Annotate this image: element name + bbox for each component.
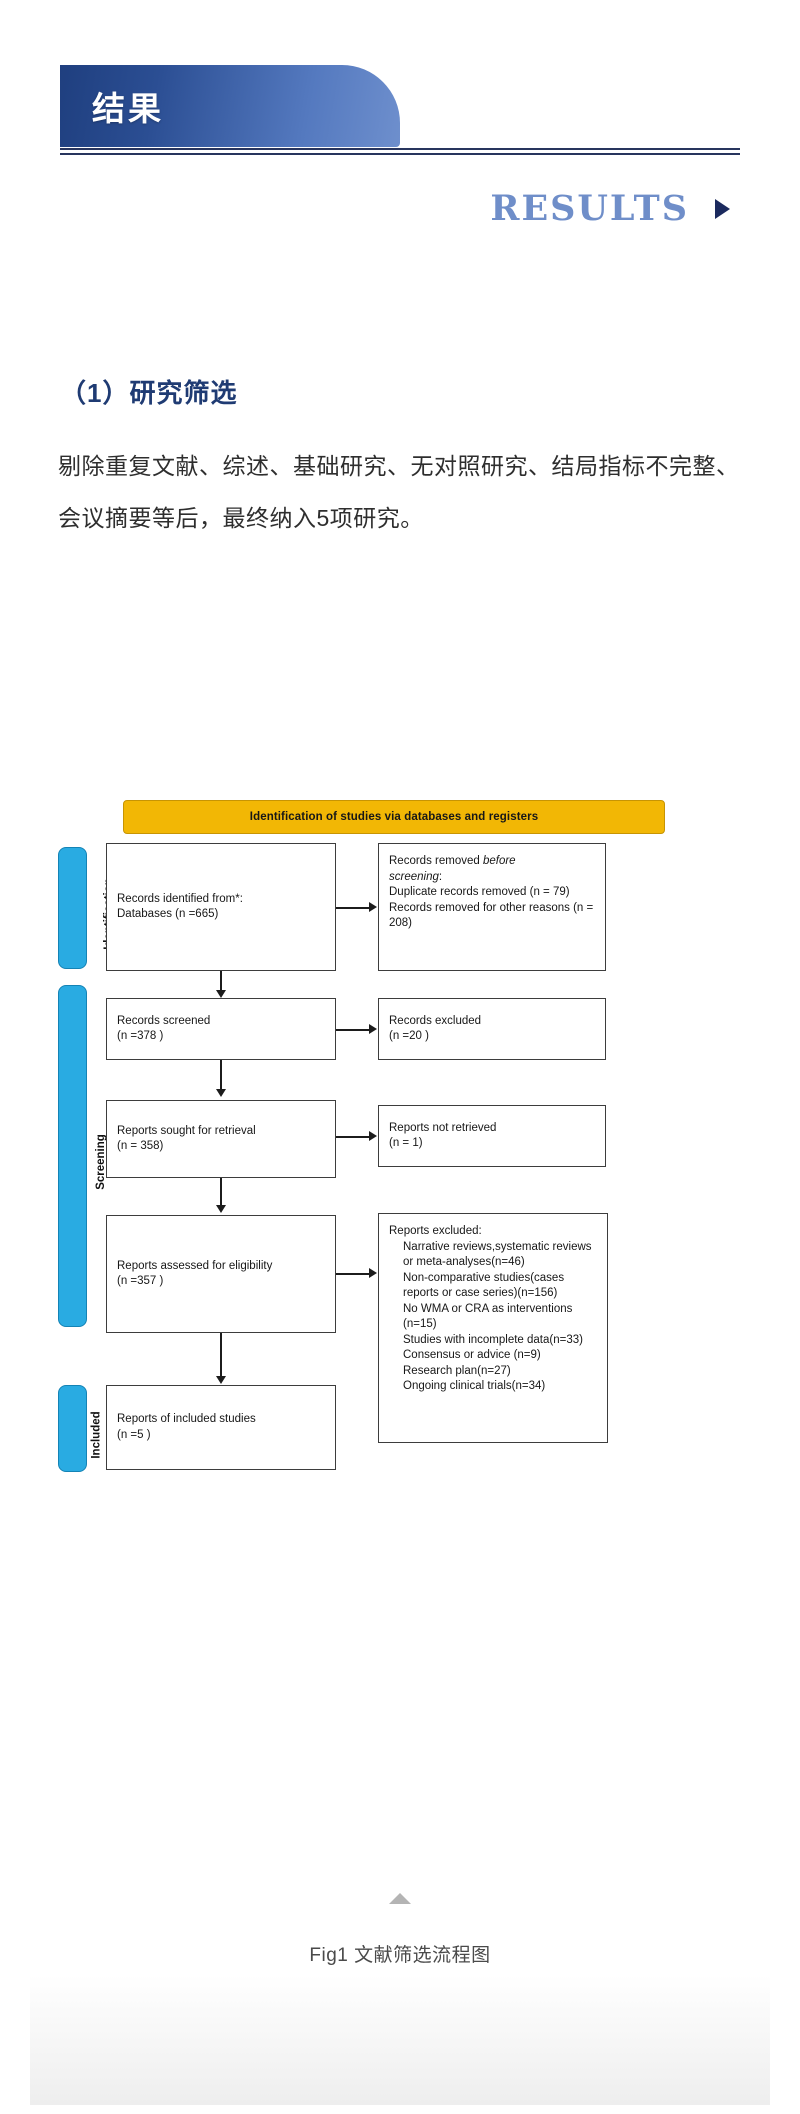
- node-records-removed-italic1: before: [482, 855, 516, 867]
- results-header: RESULTS: [60, 180, 740, 236]
- list-item: Research plan(n=27): [403, 1364, 511, 1377]
- node-records-identified-line2: Databases (n =665): [117, 908, 219, 920]
- stage-tab-included: Included: [58, 1385, 102, 1472]
- arrow-sought-to-assessed: [220, 1178, 222, 1206]
- list-item: Consensus or advice (n=9): [403, 1349, 541, 1361]
- list-item: No WMA or CRA as interventions (n=15): [403, 1302, 573, 1331]
- divider-line-bottom: [60, 153, 740, 155]
- node-reports-sought-line2: (n = 358): [117, 1140, 164, 1152]
- arrow-sought-to-not-retrieved-head: [369, 1131, 377, 1141]
- node-records-identified-line1: Records identified from*:: [117, 892, 243, 905]
- list-item: Narrative reviews,systematic reviews or …: [403, 1240, 592, 1269]
- results-label: RESULTS: [490, 187, 689, 229]
- banner-divider: [60, 148, 740, 155]
- stage-tab-screening: Screening: [58, 985, 106, 1327]
- node-reports-not-retrieved-line2: (n = 1): [389, 1137, 423, 1149]
- stage-tab-screening-label: Screening: [94, 1134, 107, 1190]
- divider-line-top: [60, 148, 740, 150]
- node-reports-included: Reports of included studies (n =5 ): [106, 1385, 336, 1470]
- arrow-screened-to-sought: [220, 1060, 222, 1090]
- arrow-identified-to-removed: [336, 907, 370, 909]
- figure-caption: Fig1 文献筛选流程图: [309, 1945, 491, 1966]
- triangle-right-icon: [715, 199, 730, 219]
- node-records-screened-line2: (n =378 ): [117, 1030, 164, 1042]
- diagram-header-banner: Identification of studies via databases …: [123, 800, 665, 834]
- node-reports-sought-line1: Reports sought for retrieval: [117, 1124, 256, 1137]
- list-item: Studies with incomplete data(n=33): [403, 1333, 583, 1346]
- list-item: Non-comparative studies(cases reports or…: [403, 1271, 565, 1300]
- node-records-screened-line1: Records screened: [117, 1014, 211, 1027]
- subsection-heading: （1）研究筛选: [60, 378, 238, 408]
- node-records-excluded-line1: Records excluded: [389, 1014, 482, 1027]
- arrow-identified-to-removed-head: [369, 902, 377, 912]
- arrow-assessed-to-reports-excluded-head: [369, 1268, 377, 1278]
- banner-title: 结果: [92, 89, 164, 128]
- node-reports-included-line2: (n =5 ): [117, 1428, 151, 1441]
- node-reports-assessed-line2: (n =357 ): [117, 1275, 164, 1287]
- arrow-screened-to-sought-head: [216, 1089, 226, 1097]
- arrow-identified-to-screened: [220, 971, 222, 991]
- stage-tab-identification: Identification: [58, 847, 114, 969]
- node-reports-excluded-list: Narrative reviews,systematic reviews or …: [389, 1240, 597, 1395]
- node-records-screened: Records screened (n =378 ): [106, 998, 336, 1060]
- node-records-removed-line1: Records removed before: [389, 855, 516, 867]
- list-item: Ongoing clinical trials(n=34): [403, 1380, 546, 1392]
- subsection-paragraph: 剔除重复文献、综述、基础研究、无对照研究、结局指标不完整、会议摘要等后，最终纳入…: [58, 453, 740, 531]
- arrow-sought-to-assessed-head: [216, 1205, 226, 1213]
- node-records-excluded: Records excluded (n =20 ): [378, 998, 606, 1060]
- arrow-assessed-to-reports-excluded: [336, 1273, 370, 1275]
- node-records-removed: Records removed before screening: Duplic…: [378, 843, 606, 971]
- node-reports-excluded-title: Reports excluded:: [389, 1225, 482, 1237]
- arrow-screened-to-excluded: [336, 1029, 370, 1031]
- node-reports-sought: Reports sought for retrieval (n = 358): [106, 1100, 336, 1178]
- triangle-up-icon[interactable]: [389, 1893, 411, 1904]
- stage-tab-included-label: Included: [90, 1410, 103, 1459]
- arrow-assessed-to-included-head: [216, 1376, 226, 1384]
- arrow-identified-to-screened-head: [216, 990, 226, 998]
- node-reports-not-retrieved-line1: Reports not retrieved: [389, 1121, 497, 1134]
- node-records-excluded-line2: (n =20 ): [389, 1030, 429, 1042]
- section-banner: 结果: [60, 65, 400, 147]
- arrow-assessed-to-included: [220, 1333, 222, 1377]
- node-records-removed-line4: Records removed for other reasons (n = 2…: [389, 901, 594, 930]
- node-records-removed-line2: screening:: [389, 870, 443, 883]
- node-reports-assessed: Reports assessed for eligibility (n =357…: [106, 1215, 336, 1333]
- node-reports-assessed-line1: Reports assessed for eligibility: [117, 1259, 273, 1272]
- node-reports-not-retrieved: Reports not retrieved (n = 1): [378, 1105, 606, 1167]
- arrow-sought-to-not-retrieved: [336, 1136, 370, 1138]
- node-reports-included-line1: Reports of included studies: [117, 1413, 256, 1425]
- arrow-screened-to-excluded-head: [369, 1024, 377, 1034]
- node-records-removed-line3: Duplicate records removed (n = 79): [389, 886, 570, 898]
- node-reports-excluded-detail: Reports excluded: Narrative reviews,syst…: [378, 1213, 608, 1443]
- card-bottom-fade: [30, 1975, 770, 2105]
- node-records-identified: Records identified from*: Databases (n =…: [106, 843, 336, 971]
- prisma-flow-diagram: Identification of studies via databases …: [58, 795, 742, 1835]
